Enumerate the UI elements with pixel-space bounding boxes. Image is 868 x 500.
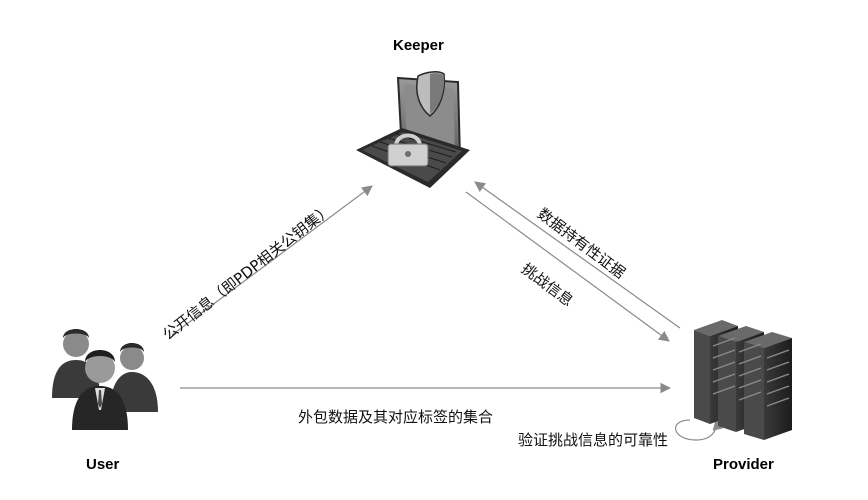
arrow-provider-to-keeper xyxy=(474,181,681,329)
arrow-user-to-keeper xyxy=(171,185,373,336)
laptop-shield-icon xyxy=(356,71,470,188)
user-group-icon xyxy=(52,329,158,430)
edge-label-verify-challenge: 验证挑战信息的可靠性 xyxy=(518,431,669,449)
provider-label: Provider xyxy=(713,456,774,473)
arrow-provider-self-loop xyxy=(674,418,724,441)
keeper-label: Keeper xyxy=(393,37,444,54)
edge-label-outsourced-data: 外包数据及其对应标签的集合 xyxy=(298,408,494,426)
arrow-keeper-to-provider xyxy=(465,191,670,342)
server-rack-icon xyxy=(694,320,792,440)
user-label: User xyxy=(86,456,120,473)
